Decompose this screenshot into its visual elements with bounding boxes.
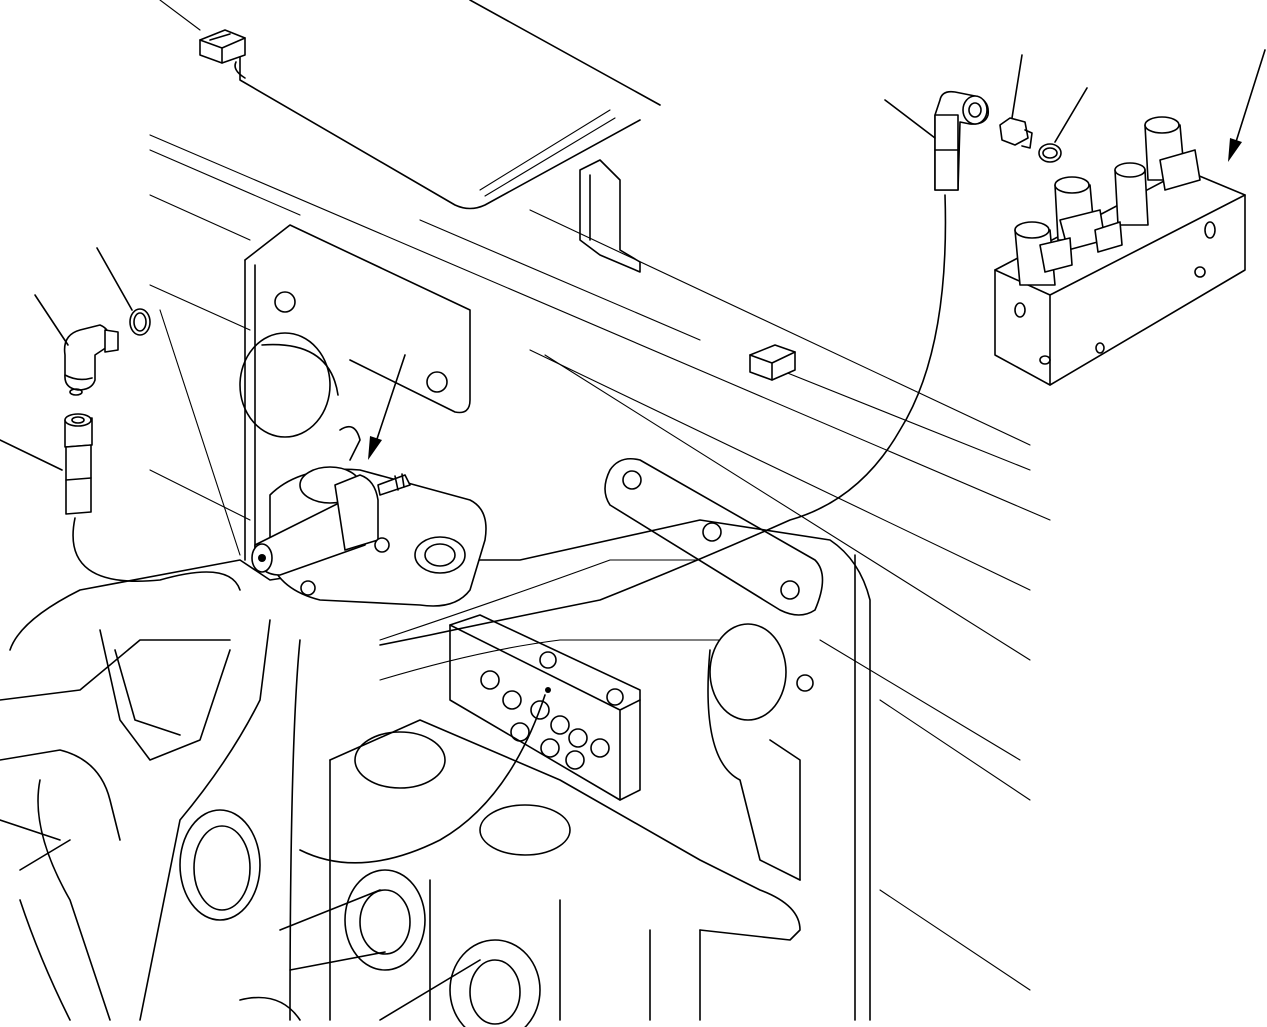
elbow-fitting-right bbox=[935, 92, 988, 190]
adapter-right bbox=[1000, 118, 1032, 148]
main-frame bbox=[0, 225, 870, 1020]
hose-callout bbox=[0, 440, 62, 470]
adapter-callout bbox=[1012, 55, 1022, 118]
rear-bracket bbox=[580, 160, 640, 272]
valve-block-callout bbox=[1235, 50, 1265, 145]
pressure-sensor-callout bbox=[375, 355, 405, 445]
chassis-frame-lines bbox=[150, 0, 1050, 990]
top-cover-plate bbox=[235, 0, 660, 209]
elbow-fitting-left bbox=[65, 325, 118, 395]
o-ring-right bbox=[1039, 144, 1061, 162]
o-ring-left bbox=[130, 309, 150, 335]
cable-clip-top bbox=[200, 30, 245, 63]
callout-leaders bbox=[0, 50, 1265, 470]
cable-clip-middle bbox=[750, 345, 795, 380]
o-ring-right-callout bbox=[1055, 88, 1087, 142]
junction-block bbox=[450, 615, 640, 800]
valve-block bbox=[995, 117, 1245, 385]
sensor-cables bbox=[73, 195, 945, 863]
lower-housing bbox=[240, 720, 800, 1027]
o-ring-left-callout bbox=[97, 248, 132, 310]
link-arm bbox=[605, 459, 823, 880]
elbow-fitting-callout bbox=[35, 295, 68, 345]
sensor-mount bbox=[252, 427, 486, 606]
elbow-fitting-right-callout bbox=[885, 100, 935, 138]
hose-end-left bbox=[65, 414, 92, 514]
